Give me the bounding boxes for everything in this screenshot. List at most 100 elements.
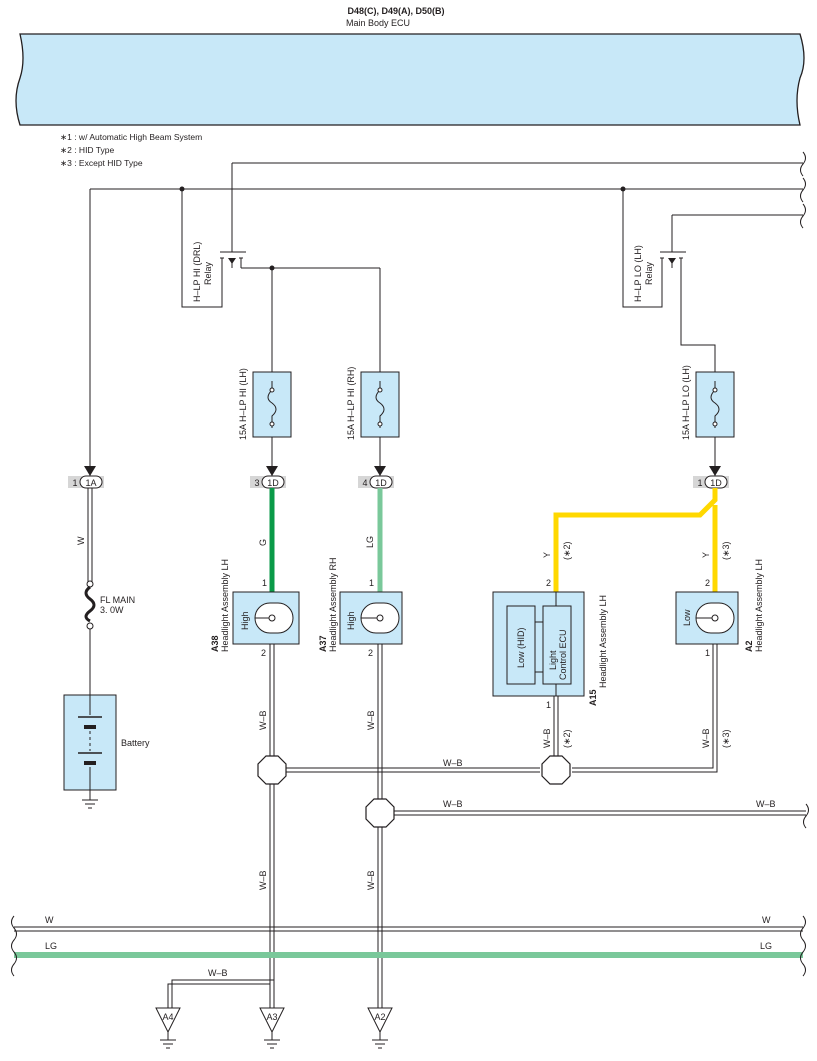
svg-text:2: 2 <box>368 648 373 658</box>
headlight-a15: Low (HID) Light Control ECU A15 Headligh… <box>492 591 608 710</box>
svg-text:2: 2 <box>546 578 551 588</box>
svg-text:3. 0W: 3. 0W <box>100 605 124 615</box>
ground-a2: A2 <box>367 1007 393 1049</box>
fuse-lo-lh: 15A H–LP LO (LH) <box>681 365 735 440</box>
svg-text:2: 2 <box>261 648 266 658</box>
svg-text:Low (HID): Low (HID) <box>516 627 526 668</box>
ground-a4: A4 <box>155 1007 181 1049</box>
svg-text:2: 2 <box>705 578 710 588</box>
svg-text:(∗3): (∗3) <box>721 541 731 560</box>
svg-text:A2: A2 <box>374 1012 385 1022</box>
svg-text:∗3 : Except HID Type: ∗3 : Except HID Type <box>60 158 143 168</box>
svg-text:A15: A15 <box>588 689 598 706</box>
bottom-bus: W W LG LG <box>11 915 806 977</box>
relay-lo-label: H–LP LO (LH) Relay <box>633 245 654 302</box>
svg-text:1A: 1A <box>85 478 96 488</box>
headlight-a38: High A38 Headlight Assembly LH 2 <box>210 559 300 658</box>
ecu-box <box>15 33 805 126</box>
svg-text:Light: Light <box>548 650 558 670</box>
svg-text:Battery: Battery <box>121 738 150 748</box>
notes: ∗1 : w/ Automatic High Beam System ∗2 : … <box>60 132 202 168</box>
svg-text:∗1 : w/ Automatic High Beam Sy: ∗1 : w/ Automatic High Beam System <box>60 132 202 142</box>
svg-text:1: 1 <box>697 478 702 488</box>
svg-text:A38: A38 <box>210 635 220 652</box>
svg-text:W: W <box>45 915 54 925</box>
fuse-hi-rh: 15A H–LP HI (RH) <box>346 367 400 440</box>
svg-text:Headlight Assembly RH: Headlight Assembly RH <box>328 557 338 652</box>
svg-text:W–B: W–B <box>208 968 228 978</box>
svg-text:1: 1 <box>369 578 374 588</box>
svg-text:A37: A37 <box>318 635 328 652</box>
svg-text:4: 4 <box>362 478 367 488</box>
relay-hi-label: H–LP HI (DRL) Relay <box>192 242 213 302</box>
splice-points <box>257 755 571 828</box>
relay-hi <box>181 163 380 308</box>
wire-lg: LG 1 <box>365 488 383 592</box>
connector-1d-3: 3 1D <box>250 466 286 489</box>
svg-text:LG: LG <box>365 536 375 548</box>
relay-lo-diode <box>668 258 676 264</box>
svg-text:High: High <box>346 611 356 630</box>
ground-a3: A3 <box>259 1007 285 1049</box>
svg-text:A2: A2 <box>744 640 754 652</box>
svg-text:A3: A3 <box>266 1012 277 1022</box>
svg-text:1: 1 <box>546 700 551 710</box>
svg-text:Low: Low <box>682 609 692 626</box>
svg-text:Relay: Relay <box>203 261 213 285</box>
svg-text:1: 1 <box>705 648 710 658</box>
svg-text:W–B: W–B <box>701 728 711 748</box>
svg-text:1: 1 <box>262 578 267 588</box>
connector-1a: 1 1A <box>68 466 104 489</box>
svg-text:15A H–LP HI (RH): 15A H–LP HI (RH) <box>346 367 356 440</box>
svg-text:(∗3): (∗3) <box>721 729 731 748</box>
svg-text:(∗2): (∗2) <box>562 729 572 748</box>
svg-text:W–B: W–B <box>443 799 463 809</box>
svg-text:W–B: W–B <box>366 710 376 730</box>
svg-text:1D: 1D <box>710 478 722 488</box>
svg-text:W–B: W–B <box>258 710 268 730</box>
svg-text:W–B: W–B <box>258 870 268 890</box>
connector-1d-1: 1 1D <box>693 466 729 489</box>
relay-lo <box>622 189 716 372</box>
fl-main-fusible-link: FL MAIN 3. 0W <box>84 580 135 695</box>
svg-text:High: High <box>240 611 250 630</box>
svg-text:W–B: W–B <box>756 799 776 809</box>
relay-hi-diode <box>228 258 236 264</box>
svg-text:W–B: W–B <box>542 728 552 748</box>
svg-text:Headlight Assembly LH: Headlight Assembly LH <box>598 595 608 688</box>
svg-text:∗2 : HID Type: ∗2 : HID Type <box>60 145 114 155</box>
svg-text:W: W <box>76 536 86 545</box>
svg-text:1D: 1D <box>375 478 387 488</box>
wire-w-battery: W <box>76 488 93 582</box>
main-body-ecu: D48(C), D49(A), D50(B) Main Body ECU <box>15 6 805 126</box>
wire-g: G 1 <box>258 488 275 592</box>
svg-text:Y: Y <box>701 552 711 558</box>
svg-text:1: 1 <box>72 478 77 488</box>
svg-text:W: W <box>762 915 771 925</box>
svg-text:Headlight Assembly LH: Headlight Assembly LH <box>220 559 230 652</box>
svg-text:LG: LG <box>45 941 57 951</box>
svg-text:Y: Y <box>542 552 552 558</box>
headlight-a2: Low A2 Headlight Assembly LH 1 <box>675 559 764 658</box>
wire-y: Y (∗3) 2 <box>701 505 731 592</box>
svg-text:G: G <box>258 539 268 546</box>
svg-text:LG: LG <box>760 941 772 951</box>
svg-text:15A H–LP LO (LH): 15A H–LP LO (LH) <box>681 365 691 440</box>
battery: Battery <box>63 694 150 809</box>
svg-text:H–LP HI (DRL): H–LP HI (DRL) <box>192 242 202 302</box>
connector-1d-4: 4 1D <box>358 466 394 489</box>
svg-text:FL MAIN: FL MAIN <box>100 595 135 605</box>
svg-text:Relay: Relay <box>644 261 654 285</box>
svg-text:(∗2): (∗2) <box>562 541 572 560</box>
top-wires <box>90 151 806 229</box>
headlight-a37: High A37 Headlight Assembly RH 2 <box>318 557 403 658</box>
svg-text:1D: 1D <box>267 478 279 488</box>
svg-text:Headlight Assembly LH: Headlight Assembly LH <box>754 559 764 652</box>
svg-text:15A H–LP HI (LH): 15A H–LP HI (LH) <box>238 368 248 440</box>
svg-text:A4: A4 <box>162 1012 173 1022</box>
wire-y-hid: Y (∗2) 2 <box>542 488 718 592</box>
svg-text:W–B: W–B <box>366 870 376 890</box>
svg-text:Control ECU: Control ECU <box>558 629 568 680</box>
